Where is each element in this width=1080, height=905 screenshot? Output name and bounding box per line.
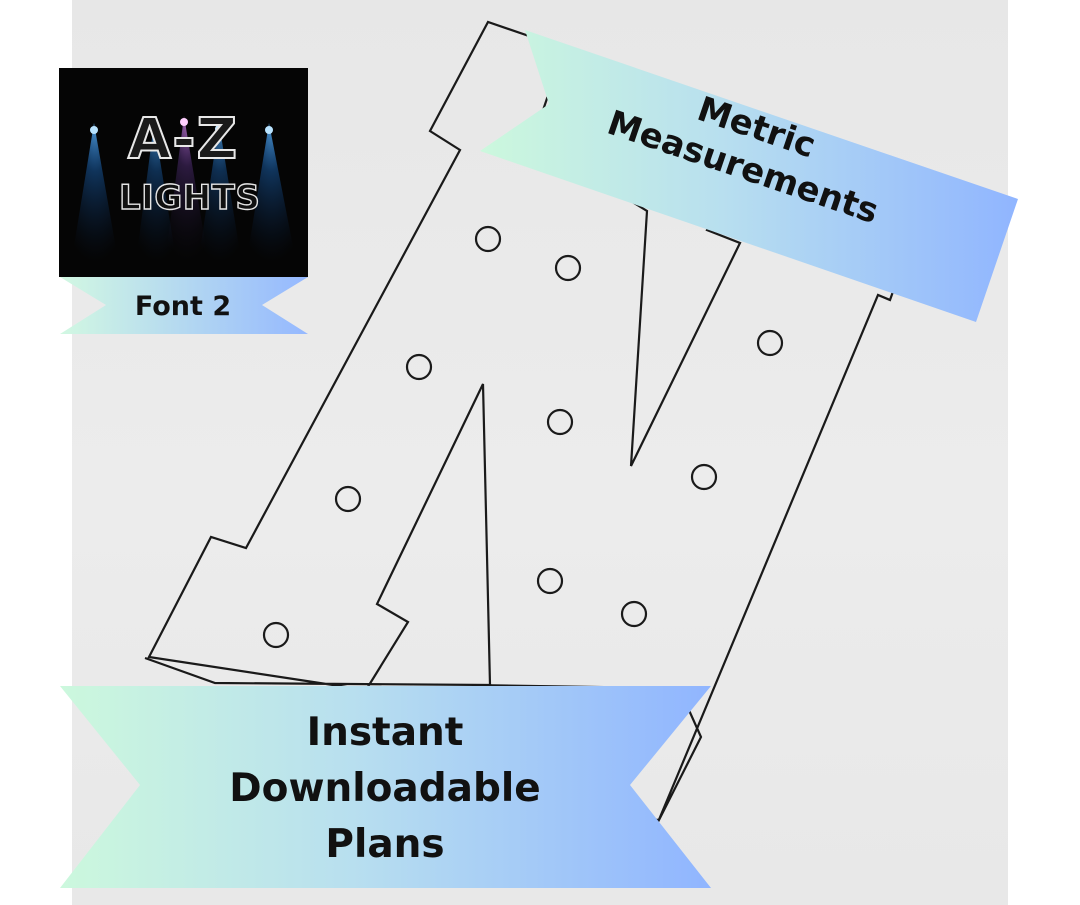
logo-subtitle: LIGHTS	[118, 178, 261, 218]
metric-ribbon-shape	[480, 30, 1018, 322]
downloadable-line: Downloadable	[229, 766, 541, 811]
light-hole-icon	[756, 329, 784, 357]
az-lights-logo: A-Z LIGHTS	[59, 68, 308, 277]
light-hole-icon	[554, 254, 582, 282]
download-ribbon-shape	[60, 686, 711, 888]
light-hole-icon	[474, 225, 502, 253]
light-hole-icon	[620, 600, 648, 628]
light-hole-icon	[334, 485, 362, 513]
light-hole-icons	[262, 225, 784, 649]
plans-line: Plans	[325, 822, 445, 867]
spotlight-logo-icon	[59, 68, 308, 277]
light-hole-icon	[405, 353, 433, 381]
instant-download-banner: Instant Downloadable Plans	[100, 705, 670, 873]
light-hole-icon	[536, 567, 564, 595]
instant-line: Instant	[306, 710, 464, 755]
logo-title: A-Z	[127, 107, 239, 172]
font-version-label: Font 2	[134, 291, 232, 322]
font-ribbon-shape	[60, 277, 308, 334]
light-hole-icon	[690, 463, 718, 491]
light-hole-icon	[262, 621, 290, 649]
light-hole-icon	[546, 408, 574, 436]
